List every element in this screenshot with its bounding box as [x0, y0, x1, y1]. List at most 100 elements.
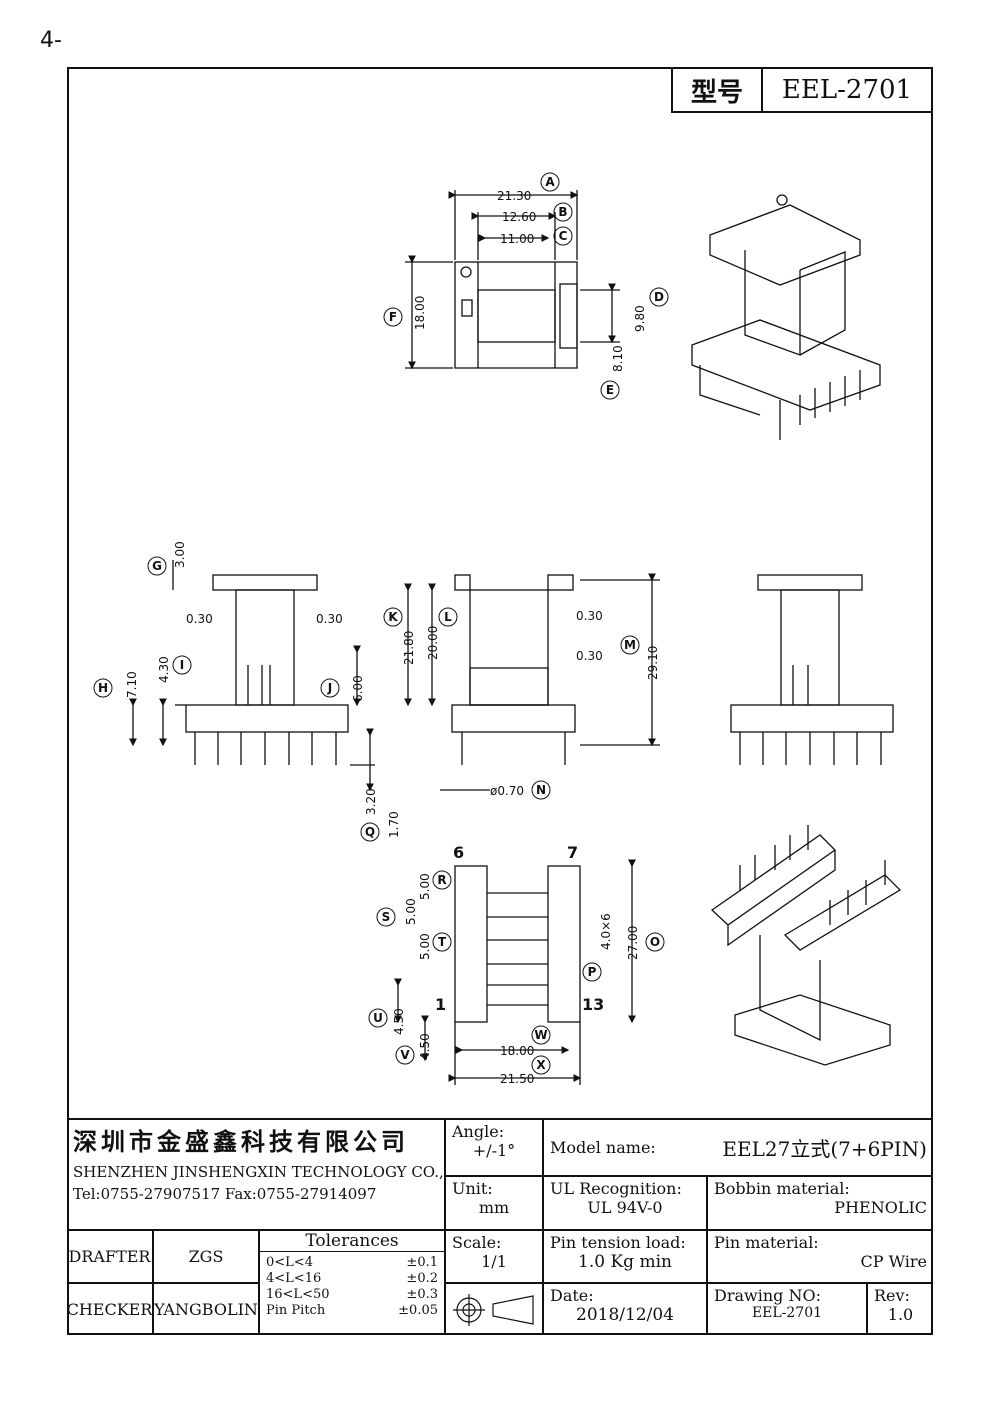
isometric-view-top [691, 194, 881, 440]
dim-u: 4.50 [392, 1008, 406, 1035]
callout-k: K [383, 607, 403, 627]
callout-e: E [600, 380, 620, 400]
callout-n: N [531, 780, 551, 800]
ul-label: UL Recognition: [550, 1179, 682, 1198]
dim-f: 18.00 [413, 296, 427, 330]
callout-h: H [93, 678, 113, 698]
model-header: 型号 EEL-2701 [671, 67, 933, 113]
rev-label: Rev: [874, 1286, 910, 1305]
svg-text:R: R [437, 873, 446, 887]
callout-s: S [376, 907, 396, 927]
drafter-value: ZGS [153, 1230, 259, 1283]
callout-q: Q [360, 822, 380, 842]
scale-label: Scale: [452, 1233, 502, 1252]
pin-tension-value: 1.0 Kg min [578, 1252, 672, 1272]
dim-gap-top: 0.30 [576, 609, 603, 623]
model-value: EEL-2701 [781, 75, 913, 105]
unit-value: mm [478, 1198, 510, 1217]
angle-value: +/-1° [472, 1141, 516, 1160]
svg-text:L: L [444, 610, 452, 624]
callout-t: T [432, 932, 452, 952]
model-name-cell: Model name: EEL27立式(7+6PIN) [543, 1118, 933, 1176]
callout-x: X [531, 1055, 551, 1075]
svg-text:N: N [536, 783, 546, 797]
svg-text:D: D [654, 290, 664, 304]
callout-p: P [582, 962, 602, 982]
callout-u: U [368, 1008, 388, 1028]
svg-text:C: C [559, 229, 568, 243]
dim-a: 21.30 [497, 189, 531, 203]
callout-v: V [395, 1045, 415, 1065]
dim-v: 4.50 [418, 1033, 432, 1060]
rev-cell: Rev: 1.0 [867, 1283, 933, 1335]
model-name-label: Model name: [550, 1138, 656, 1157]
title-block: 深圳市金盛鑫科技有限公司 SHENZHEN JINSHENGXIN TECHNO… [67, 1118, 933, 1335]
dim-e: 8.10 [611, 345, 625, 372]
callout-r: R [432, 870, 452, 890]
bobbin-cell: Bobbin material: PHENOLIC [707, 1176, 933, 1230]
callout-a: A [540, 172, 560, 192]
pin-material-label: Pin material: [714, 1233, 819, 1252]
unit-label: Unit: [452, 1179, 493, 1198]
svg-text:V: V [400, 1048, 410, 1062]
company-cell: 深圳市金盛鑫科技有限公司 SHENZHEN JINSHENGXIN TECHNO… [67, 1118, 445, 1230]
top-view [405, 190, 620, 370]
pin-tension-label: Pin tension load: [550, 1233, 686, 1252]
dim-p: 4.0×6 [599, 913, 613, 950]
date-value: 2018/12/04 [576, 1305, 674, 1325]
checker-value: YANGBOLIN [153, 1283, 259, 1335]
pin-material-cell: Pin material: CP Wire [707, 1230, 933, 1283]
tolerance-row: Pin Pitch±0.05 [266, 1303, 438, 1318]
dim-i: 4.30 [157, 656, 171, 683]
scale-value: 1/1 [481, 1252, 507, 1271]
callout-i: I [172, 655, 192, 675]
projection-symbol-cell [445, 1283, 543, 1335]
dim-k: 21.80 [402, 631, 416, 665]
callout-c: C [553, 226, 573, 246]
svg-text:H: H [98, 681, 108, 695]
bottom-view [394, 859, 636, 1085]
dim-q: 1.70 [387, 811, 401, 838]
ul-cell: UL Recognition: UL 94V-0 [543, 1176, 707, 1230]
technical-drawing: 21.30 12.60 11.00 18.00 9.80 8.10 3.00 0… [93, 172, 902, 1086]
bobbin-label: Bobbin material: [714, 1179, 850, 1198]
pin-material-value: CP Wire [860, 1252, 928, 1271]
callout-f: F [383, 307, 403, 327]
angle-cell: Angle: +/-1° [445, 1118, 543, 1176]
company-contact: Tel:0755-27907517 Fax:0755-27914097 [73, 1185, 377, 1203]
pin-6-label: 6 [453, 843, 464, 862]
svg-text:I: I [180, 658, 184, 672]
company-name-cn: 深圳市金盛鑫科技有限公司 [73, 1127, 409, 1156]
scale-cell: Scale: 1/1 [445, 1230, 543, 1283]
drawing-no-cell: Drawing NO: EEL-2701 [707, 1283, 867, 1335]
model-name-value: EEL27立式(7+6PIN) [722, 1137, 927, 1161]
drawing-no-label: Drawing NO: [714, 1286, 821, 1305]
callout-d: D [649, 287, 669, 307]
dim-r: 5.00 [418, 873, 432, 900]
callout-o: O [645, 932, 665, 952]
dim-gap-bottom: 0.30 [576, 649, 603, 663]
callout-l: L [438, 607, 458, 627]
dim-t: 5.00 [418, 933, 432, 960]
bobbin-value: PHENOLIC [834, 1198, 927, 1217]
dim-h: 7.10 [125, 671, 139, 698]
date-cell: Date: 2018/12/04 [543, 1283, 707, 1335]
svg-text:A: A [545, 175, 555, 189]
tolerance-row: 0<L<4±0.1 [266, 1255, 438, 1270]
svg-text:P: P [588, 965, 597, 979]
dim-c: 11.00 [500, 232, 534, 246]
dim-d: 9.80 [633, 305, 647, 332]
callout-j: J [320, 678, 340, 698]
pin-7-label: 7 [567, 843, 578, 862]
isometric-view-bottom [710, 825, 902, 1066]
dim-w: 18.00 [500, 1044, 534, 1058]
end-view [730, 574, 894, 765]
callout-g: G [147, 556, 167, 576]
drawing-frame [67, 67, 933, 1335]
callout-w: W [531, 1025, 551, 1045]
svg-text:E: E [606, 383, 614, 397]
callout-b: B [553, 202, 573, 222]
svg-text:B: B [558, 205, 567, 219]
dim-x: 21.50 [500, 1072, 534, 1086]
drawing-no-value: EEL-2701 [751, 1305, 823, 1321]
